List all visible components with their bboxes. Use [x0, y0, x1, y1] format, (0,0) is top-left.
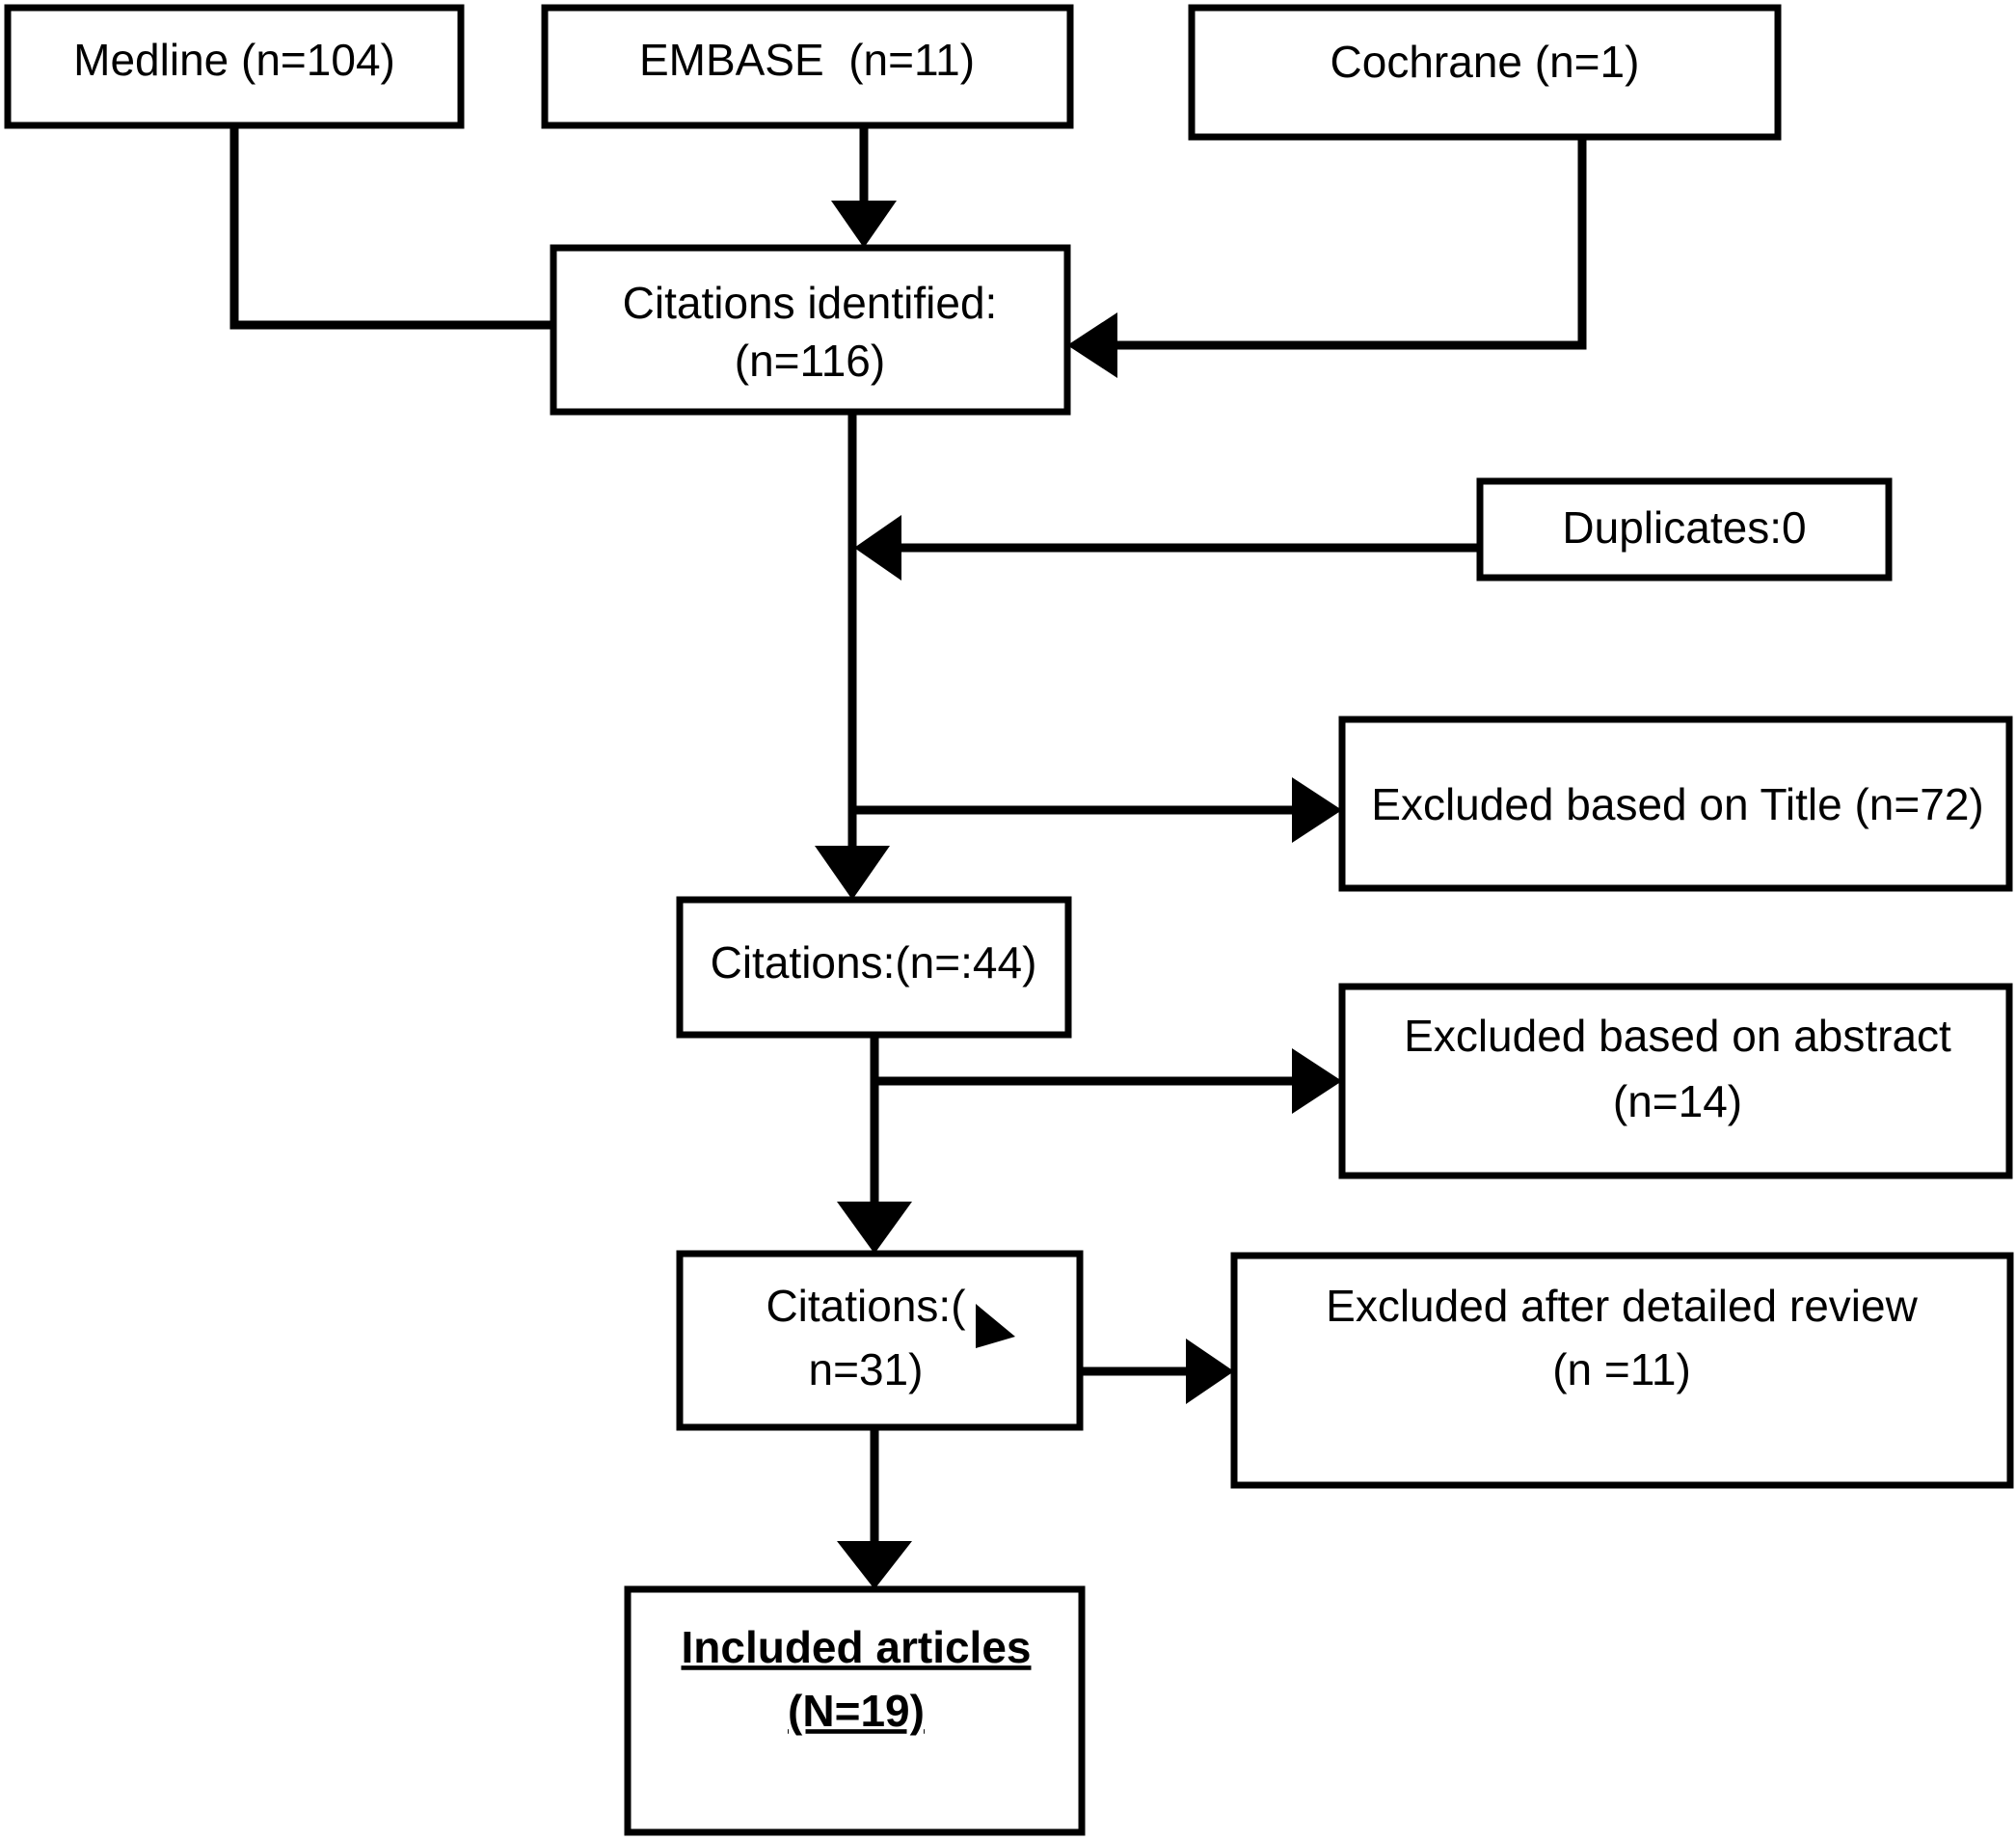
arrowhead-right: [1292, 1048, 1342, 1114]
citations-identified-label-line2: (n=116): [735, 336, 885, 386]
arrowhead-down: [815, 846, 890, 900]
citations-31-box: Citations:( n=31): [676, 1250, 1084, 1431]
edge-identified-to-citations-44: [815, 412, 890, 900]
excluded-by-abstract-box: Excluded based on abstract (n=14): [1338, 983, 2013, 1179]
citations-31-label-line1: Citations:(: [766, 1281, 966, 1331]
box-rect: [676, 896, 1072, 1039]
arrowhead-down: [837, 1541, 912, 1589]
included-articles-box: Included articles (N=19): [624, 1585, 1086, 1836]
included-articles-label-line2: (N=19): [788, 1686, 925, 1736]
medline-source-label: Medline (n=104): [73, 35, 395, 85]
box-rect: [4, 4, 465, 129]
arrowhead-down: [831, 201, 897, 248]
medline-source-box: Medline (n=104): [4, 4, 465, 129]
citations-31-label-line2: n=31): [809, 1344, 924, 1394]
arrowhead-left: [854, 515, 901, 581]
arrowhead-down: [837, 1202, 912, 1254]
included-articles-label-line1: Included articles: [681, 1622, 1031, 1672]
duplicates-label: Duplicates:0: [1562, 502, 1806, 553]
embase-source-box: EMBASE (n=11): [541, 4, 1074, 129]
embase-source-label: EMBASE (n=11): [639, 35, 975, 85]
edge-path: [1117, 137, 1587, 350]
box-rect: [1476, 477, 1893, 582]
excluded-by-title-box: Excluded based on Title (n=72): [1338, 716, 2013, 892]
excluded-after-review-label-line1: Excluded after detailed review: [1326, 1281, 1918, 1331]
box-rect: [550, 244, 1071, 416]
citations-44-box: Citations:(n=:44): [676, 896, 1072, 1039]
citations-identified-box: Citations identified: (n=116): [550, 244, 1071, 416]
edge-cochrane-to-identified: [1067, 137, 1587, 378]
edge-duplicates-to-spine: [854, 515, 1480, 581]
box-rect: [1338, 983, 2013, 1179]
cochrane-source-label: Cochrane (n=1): [1331, 37, 1640, 87]
stray-arrowhead-artifact: [976, 1304, 1015, 1348]
edge-citations-44-to-citations-31: [837, 1035, 912, 1254]
excluded-after-review-label-line2: (n =11): [1552, 1344, 1691, 1394]
excluded-after-review-box: Excluded after detailed review (n =11): [1230, 1252, 2014, 1489]
edge-embase-to-identified: [831, 125, 897, 248]
box-rect: [541, 4, 1074, 129]
edge-citations-31-to-included: [837, 1427, 912, 1589]
excluded-by-abstract-label-line2: (n=14): [1613, 1076, 1742, 1126]
box-rect: [676, 1250, 1084, 1431]
edge-citations-44-to-excluded-abstract: [874, 1048, 1342, 1114]
arrowhead-left: [1067, 312, 1117, 378]
cochrane-source-box: Cochrane (n=1): [1188, 4, 1782, 141]
edge-citations-31-to-excluded-review: [1080, 1339, 1234, 1404]
box-rect: [624, 1585, 1086, 1836]
edge-spine-to-excluded-title: [852, 777, 1342, 843]
citations-44-label: Citations:(n=:44): [711, 937, 1037, 988]
box-rect: [1230, 1252, 2014, 1489]
duplicates-box: Duplicates:0: [1476, 477, 1893, 582]
edge-path: [229, 125, 578, 330]
box-rect: [1188, 4, 1782, 141]
box-rect: [1338, 716, 2013, 892]
arrowhead-right: [1292, 777, 1342, 843]
excluded-by-title-label: Excluded based on Title (n=72): [1371, 779, 1983, 829]
citations-identified-label-line1: Citations identified:: [623, 278, 998, 328]
arrowhead-right: [1186, 1339, 1234, 1404]
excluded-by-abstract-label-line1: Excluded based on abstract: [1404, 1011, 1951, 1061]
